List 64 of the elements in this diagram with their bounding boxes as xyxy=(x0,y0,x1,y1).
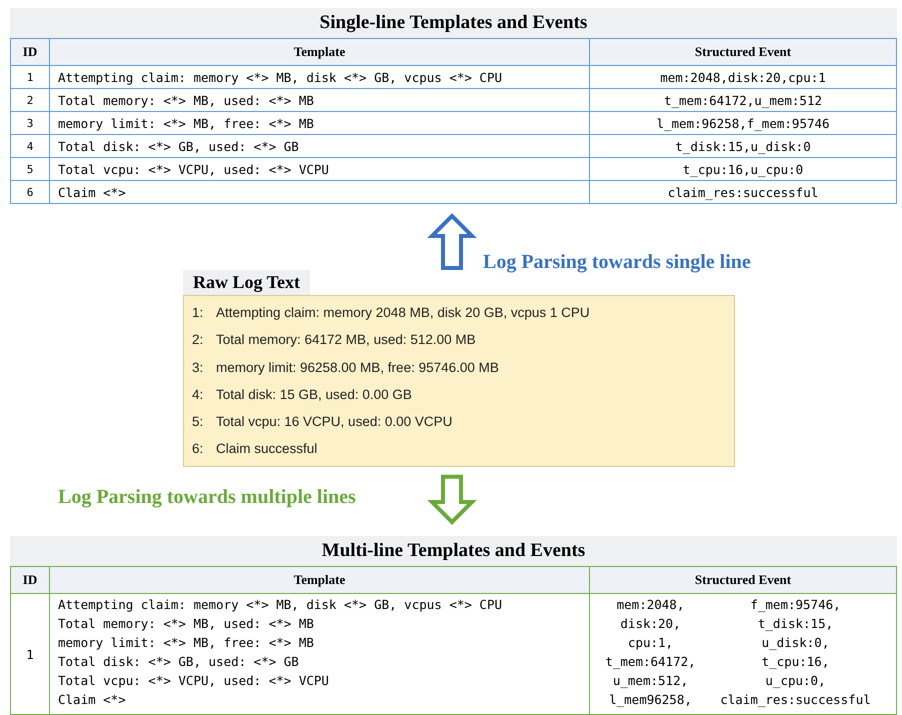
code-line: Claim <*> xyxy=(58,692,127,709)
table-cell: 1 xyxy=(10,594,50,714)
table-title: Multi-line Templates and Events xyxy=(320,539,586,563)
table-cell: 3 xyxy=(10,112,50,134)
event-entry: mem:2048, xyxy=(616,597,686,614)
table-cell: Total memory: <*> MB, used: <*> MB xyxy=(50,88,590,112)
table-cell: Total disk: <*> GB, used: <*> GB xyxy=(50,134,590,158)
event-entry: t_disk:15, xyxy=(756,616,834,633)
table-cell: 1 xyxy=(10,66,50,88)
log-line: memory limit: 96258.00 MB, free: 95746.00 MB xyxy=(216,358,499,377)
table-cell: 6 xyxy=(10,180,50,204)
table-cell: t_mem:64172,u_mem:512 xyxy=(590,88,896,112)
code-line: Total vcpu: <*> VCPU, used: <*> VCPU xyxy=(58,673,330,690)
event-entry: u_cpu:0, xyxy=(764,673,827,690)
table-cell: 2 xyxy=(10,88,50,112)
table-panel xyxy=(10,8,897,204)
event-entry: t_cpu:16, xyxy=(760,654,830,671)
code-line: memory limit: <*> MB, free: <*> MB xyxy=(58,635,315,652)
log-line: Total memory: 64172 MB, used: 512.00 MB xyxy=(216,331,476,350)
table-cell: l_mem:96258,f_mem:95746 xyxy=(590,112,896,134)
code-line: Total memory: <*> MB, used: <*> MB xyxy=(58,616,315,633)
table-cell: Claim <*> xyxy=(50,180,590,204)
event-entry: u_mem:512, xyxy=(612,673,690,690)
line-number: 2: xyxy=(192,331,204,350)
code-line: Attempting claim: memory <*> MB, disk <*> GB, vcpus <*> CPU xyxy=(58,597,504,614)
event-entry: disk:20, xyxy=(619,616,682,633)
column-header: ID xyxy=(10,566,50,594)
block-arrow xyxy=(427,213,477,270)
column-header: Template xyxy=(50,566,590,594)
column-header: Structured Event xyxy=(590,566,896,594)
table-cell: 5 xyxy=(10,158,50,180)
table-cell: memory limit: <*> MB, free: <*> MB xyxy=(50,112,590,134)
code-line: Total disk: <*> GB, used: <*> GB xyxy=(58,654,300,671)
table-cell: claim_res:successful xyxy=(590,180,896,204)
column-header: Structured Event xyxy=(590,38,896,66)
log-line: Claim successful xyxy=(216,440,318,458)
block-arrow xyxy=(427,474,477,525)
table-cell: Attempting claim: memory <*> MB, disk <*> GB, vcpus <*> CPU xyxy=(50,66,590,88)
table-cell: t_cpu:16,u_cpu:0 xyxy=(590,158,896,180)
event-entry: t_mem:64172, xyxy=(604,654,697,671)
line-number: 1: xyxy=(192,304,204,322)
log-line: Total disk: 15 GB, used: 0.00 GB xyxy=(216,386,412,404)
log-line: Total vcpu: 16 VCPU, used: 0.00 VCPU xyxy=(216,413,452,432)
table-cell: 4 xyxy=(10,134,50,158)
edge-label: Log Parsing towards multiple lines xyxy=(58,486,356,509)
table-cell: Total vcpu: <*> VCPU, used: <*> VCPU xyxy=(50,158,590,180)
column-header: ID xyxy=(10,38,50,66)
event-entry: claim_res:successful xyxy=(719,692,872,709)
line-number: 3: xyxy=(192,358,204,377)
event-entry: u_disk:0, xyxy=(760,635,830,652)
log-line: Attempting claim: memory 2048 MB, disk 20 GB, vcpus 1 CPU xyxy=(216,304,590,322)
box-heading: Raw Log Text xyxy=(183,270,310,295)
column-header: Template xyxy=(50,38,590,66)
line-number: 6: xyxy=(192,440,204,458)
table-cell: mem:2048,disk:20,cpu:1 xyxy=(590,66,896,88)
event-entry: cpu:1, xyxy=(626,635,674,652)
edge-label: Log Parsing towards single line xyxy=(483,251,751,274)
event-entry: l_mem96258, xyxy=(608,692,693,709)
table-title: Single-line Templates and Events xyxy=(318,11,588,35)
line-number: 5: xyxy=(192,413,204,432)
event-entry: f_mem:95746, xyxy=(749,597,842,614)
table-cell: t_disk:15,u_disk:0 xyxy=(590,134,896,158)
line-number: 4: xyxy=(192,386,204,404)
table-panel xyxy=(10,536,897,715)
